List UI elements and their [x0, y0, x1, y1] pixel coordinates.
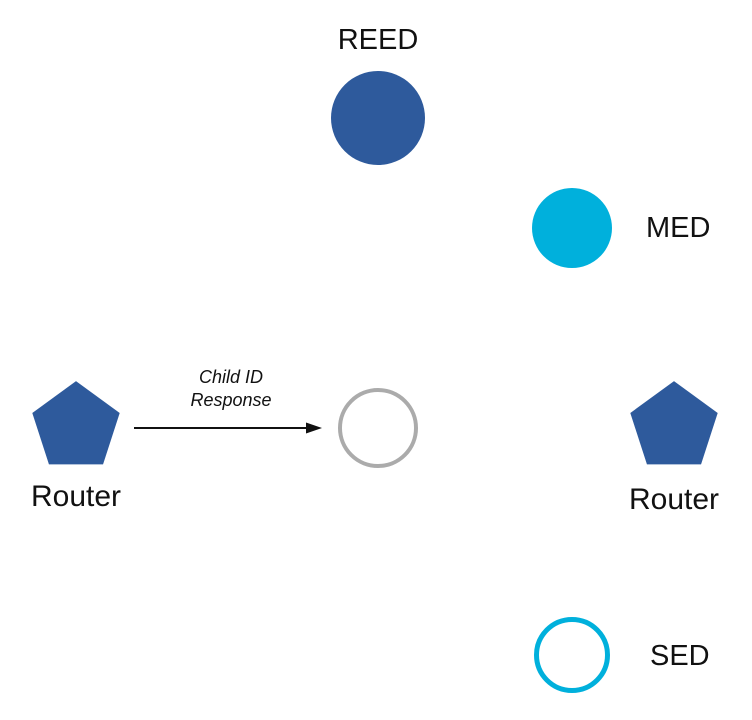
sed-node-circle	[534, 617, 610, 693]
arrow-label-line1: Child ID	[198, 367, 264, 387]
med-node-label: MED	[646, 212, 711, 244]
arrow-label: Child ID Response	[151, 366, 311, 412]
reed-node-label: REED	[337, 24, 419, 56]
reed-node-circle	[331, 71, 425, 165]
router-right-label: Router	[628, 483, 720, 516]
child-candidate-node-circle	[338, 388, 418, 468]
router-left-label: Router	[30, 480, 122, 513]
child-id-response-arrow	[134, 422, 322, 434]
sed-node-label: SED	[650, 640, 710, 672]
router-right-pentagon-icon	[630, 381, 718, 465]
arrow-label-line2: Response	[190, 390, 272, 410]
router-left-pentagon-icon	[32, 381, 120, 465]
med-node-circle	[532, 188, 612, 268]
